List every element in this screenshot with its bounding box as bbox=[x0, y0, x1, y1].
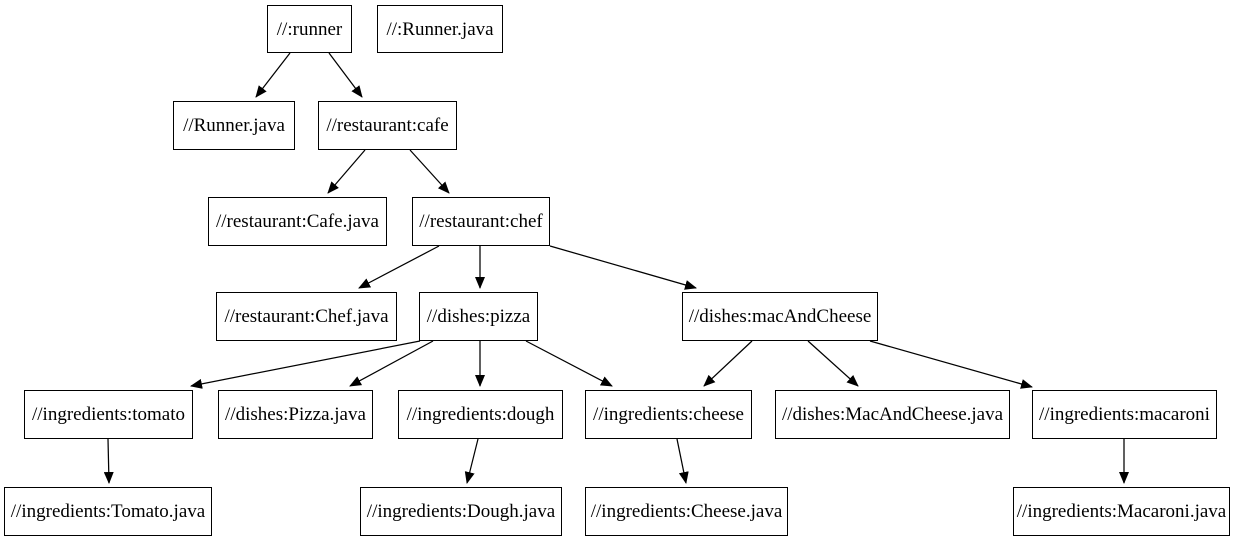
edge-group bbox=[103, 52, 1129, 484]
node-label-runner-java: //Runner.java bbox=[183, 115, 285, 136]
node-label-cafe: //restaurant:cafe bbox=[326, 115, 449, 136]
node-label-macaroni-java: //ingredients:Macaroni.java bbox=[1016, 501, 1227, 522]
edge-pizza-to-tomato bbox=[190, 340, 421, 389]
node-macaroni-java: //ingredients:Macaroni.java bbox=[1013, 487, 1230, 536]
node-label-macaroni: //ingredients:macaroni bbox=[1039, 404, 1210, 425]
node-cheese-java: //ingredients:Cheese.java bbox=[585, 487, 788, 536]
node-label-runner-java-root: //:Runner.java bbox=[386, 18, 494, 40]
edge-cheese-to-cheese-java bbox=[676, 438, 689, 484]
node-label-cheese-java: //ingredients:Cheese.java bbox=[590, 501, 783, 522]
node-chef-java: //restaurant:Chef.java bbox=[216, 292, 397, 341]
node-label-chef-java: //restaurant:Chef.java bbox=[224, 306, 389, 327]
node-label-mac-and-cheese: //dishes:macAndCheese bbox=[688, 306, 872, 327]
node-mac-and-cheese-java: //dishes:MacAndCheese.java bbox=[775, 390, 1010, 439]
edge-pizza-to-pizza-java bbox=[349, 340, 434, 387]
node-runner-java: //Runner.java bbox=[173, 101, 295, 150]
node-dough: //ingredients:dough bbox=[398, 390, 563, 439]
node-mac-and-cheese: //dishes:macAndCheese bbox=[682, 292, 878, 341]
node-label-cheese: //ingredients:cheese bbox=[593, 404, 744, 425]
node-label-tomato: //ingredients:tomato bbox=[31, 404, 186, 425]
edge-cafe-to-cafe-java bbox=[327, 149, 366, 194]
edge-chef-to-chef-java bbox=[358, 245, 440, 289]
node-cheese: //ingredients:cheese bbox=[585, 390, 752, 439]
node-macaroni: //ingredients:macaroni bbox=[1032, 390, 1217, 439]
node-label-pizza-java: //dishes:Pizza.java bbox=[225, 404, 366, 425]
edge-mac-and-cheese-to-cheese bbox=[703, 340, 753, 387]
node-dough-java: //ingredients:Dough.java bbox=[360, 487, 562, 536]
node-label-mac-and-cheese-java: //dishes:MacAndCheese.java bbox=[781, 404, 1004, 425]
edge-cafe-to-chef bbox=[409, 149, 450, 194]
edge-tomato-to-tomato-java bbox=[103, 438, 114, 484]
edge-runner-to-runner-java bbox=[255, 52, 291, 98]
edge-runner-to-cafe bbox=[328, 52, 363, 98]
edge-pizza-to-cheese bbox=[525, 340, 613, 387]
node-label-dough: //ingredients:dough bbox=[406, 404, 555, 425]
edge-mac-and-cheese-to-macaroni bbox=[869, 340, 1033, 389]
node-tomato: //ingredients:tomato bbox=[24, 390, 193, 439]
node-cafe: //restaurant:cafe bbox=[318, 101, 457, 150]
node-runner-java-root: //:Runner.java bbox=[377, 5, 503, 53]
node-tomato-java: //ingredients:Tomato.java bbox=[4, 487, 212, 536]
edge-mac-and-cheese-to-mac-and-cheese-java bbox=[807, 340, 859, 387]
node-label-tomato-java: //ingredients:Tomato.java bbox=[10, 501, 206, 522]
node-runner: //:runner bbox=[267, 5, 352, 53]
node-cafe-java: //restaurant:Cafe.java bbox=[208, 197, 387, 246]
node-label-chef: //restaurant:chef bbox=[419, 211, 543, 232]
node-label-pizza: //dishes:pizza bbox=[426, 306, 531, 327]
edge-dough-to-dough-java bbox=[464, 438, 479, 484]
node-label-runner: //:runner bbox=[276, 18, 343, 40]
node-label-cafe-java: //restaurant:Cafe.java bbox=[215, 211, 379, 232]
node-pizza-java: //dishes:Pizza.java bbox=[218, 390, 373, 439]
node-chef: //restaurant:chef bbox=[412, 197, 550, 246]
node-label-dough-java: //ingredients:Dough.java bbox=[366, 501, 556, 522]
node-pizza: //dishes:pizza bbox=[419, 292, 538, 341]
edge-chef-to-mac-and-cheese bbox=[549, 245, 697, 290]
